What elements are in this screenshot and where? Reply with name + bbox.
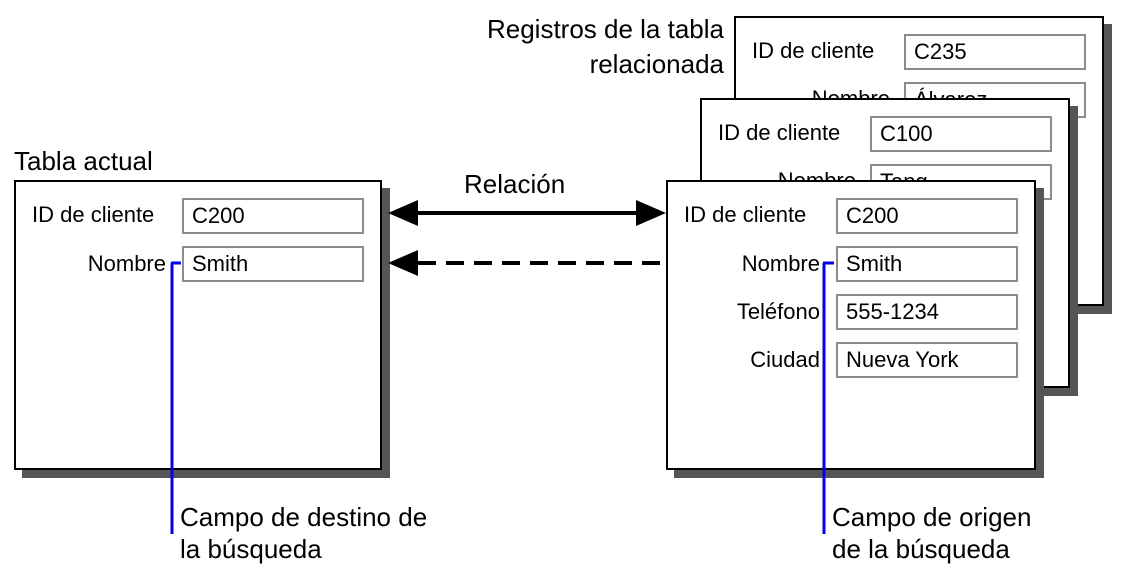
phone-field[interactable]: 555-1234 (836, 294, 1018, 330)
name-label: Nombre (87, 251, 166, 276)
lookup-target-caption-line2: la búsqueda (180, 534, 322, 564)
target-leader-line (170, 261, 181, 534)
phone-label: Teléfono (736, 299, 820, 324)
customer-id-label: ID de cliente (32, 202, 155, 227)
related-record-card-front: ID de cliente C200 Nombre Smith Teléfono… (666, 180, 1036, 470)
lookup-source-caption-line1: Campo de origen (832, 502, 1032, 532)
customer-id-field[interactable]: C235 (904, 34, 1086, 70)
city-label: Ciudad (750, 347, 820, 372)
customer-id-label: ID de cliente (718, 120, 841, 145)
relation-arrow (388, 200, 666, 226)
related-records-caption-line1: Registros de la tabla (486, 14, 724, 44)
lookup-source-field[interactable]: Smith (836, 246, 1018, 282)
customer-id-field[interactable]: C200 (182, 198, 364, 234)
source-leader-line (822, 261, 834, 534)
city-field[interactable]: Nueva York (836, 342, 1018, 378)
relation-label: Relación (464, 169, 566, 199)
customer-id-field[interactable]: C200 (836, 198, 1018, 234)
lookup-dashed-arrow (388, 250, 664, 276)
customer-id-label: ID de cliente (752, 38, 875, 63)
lookup-source-caption-line2: de la búsqueda (832, 534, 1010, 564)
current-table-card: ID de cliente C200 Nombre Smith (14, 180, 382, 470)
lookup-target-field[interactable]: Smith (182, 246, 364, 282)
name-label: Nombre (741, 251, 820, 276)
current-table-caption: Tabla actual (14, 146, 153, 176)
customer-id-label: ID de cliente (684, 202, 807, 227)
lookup-target-caption-line1: Campo de destino de (180, 502, 428, 532)
related-records-caption-line2: relacionada (589, 49, 724, 79)
customer-id-field[interactable]: C100 (870, 116, 1052, 152)
